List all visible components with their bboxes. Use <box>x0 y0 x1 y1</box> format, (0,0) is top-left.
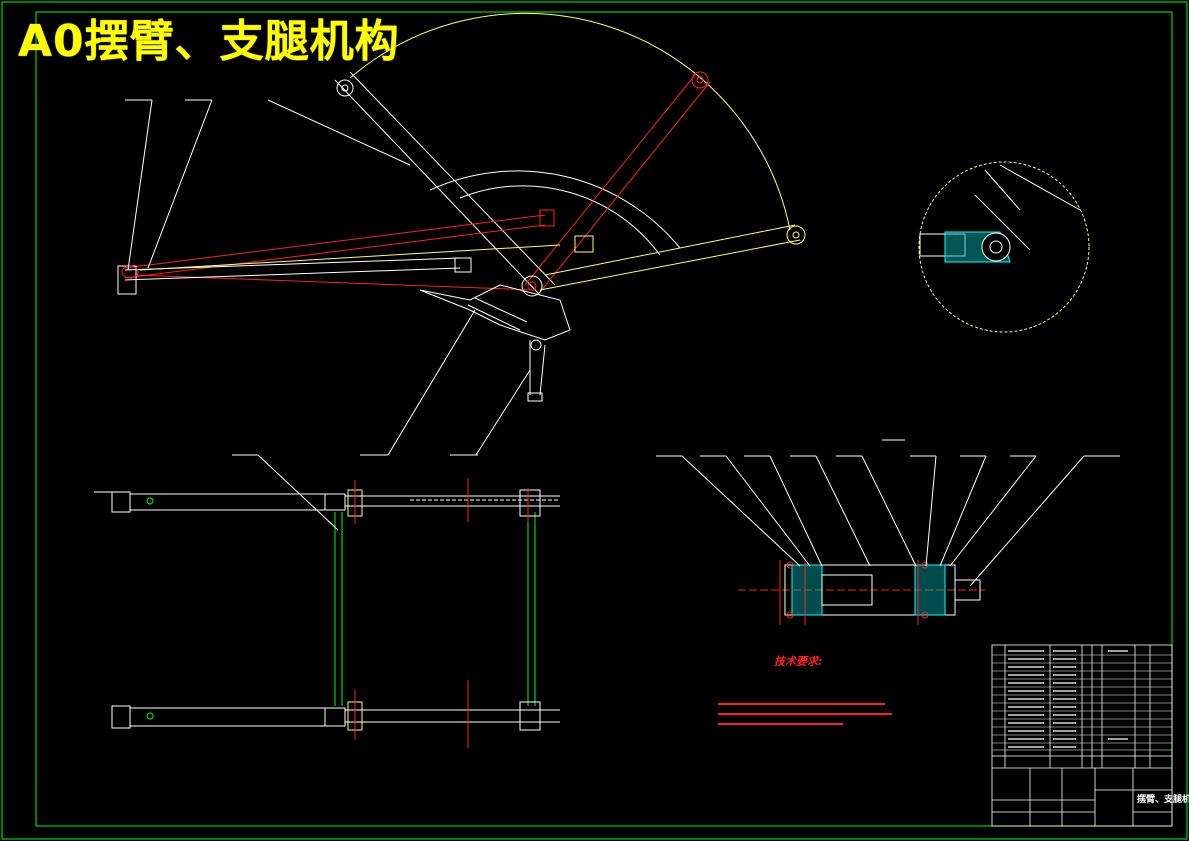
red-arm-edge-2 <box>539 81 711 293</box>
section-a-a <box>656 439 1120 625</box>
swing-arc-large <box>349 12 791 231</box>
white-arm-edge-1 <box>334 79 541 296</box>
parts-list-rows <box>992 654 1172 751</box>
base-bracket <box>419 284 571 341</box>
leader-5 <box>475 369 531 456</box>
swing-arc-medium <box>429 170 681 249</box>
inner-frame <box>35 11 1173 827</box>
top-beam-left <box>111 491 131 513</box>
leader-1 <box>127 99 153 271</box>
yellow-arm-end-pin <box>786 225 806 245</box>
yellow-arm-edge-2 <box>544 224 796 276</box>
cylinder-hatch-right <box>914 564 946 616</box>
cylinder-yellow <box>139 244 561 271</box>
leg-foot <box>527 392 543 402</box>
title-block <box>991 644 1173 827</box>
leader-3 <box>267 99 411 166</box>
detail-circle <box>918 161 1090 333</box>
leg-cylinder-1 <box>467 304 521 331</box>
yellow-arm-edge-1 <box>539 239 801 291</box>
anchor-pin-red <box>121 265 139 279</box>
leg-frame-plan <box>94 454 560 748</box>
tech-requirement-marks <box>718 703 892 725</box>
red-arm-top-pin <box>691 71 709 89</box>
cylinder-hatch-left <box>791 564 823 616</box>
detail-view-a <box>918 161 1090 333</box>
bottom-beam-left <box>111 705 131 729</box>
red-arm-edge-1 <box>524 74 696 286</box>
white-arm-top-pin <box>336 79 354 97</box>
drawing-title: A0摆臂、支腿机构 <box>18 16 400 67</box>
parts-list-text-marks <box>1008 650 1128 748</box>
title-block-drawing-name: 摆臂、支腿机构 <box>1137 795 1189 805</box>
cylinder-red-1 <box>124 214 546 269</box>
white-arm-edge-2 <box>349 71 556 286</box>
tech-requirements-heading: 技术要求: <box>774 655 823 668</box>
leader-4 <box>387 309 476 456</box>
swing-arm-assembly <box>117 12 806 456</box>
leader-2 <box>147 99 213 269</box>
base-pivot <box>521 275 543 297</box>
swing-arc-small <box>459 185 661 256</box>
